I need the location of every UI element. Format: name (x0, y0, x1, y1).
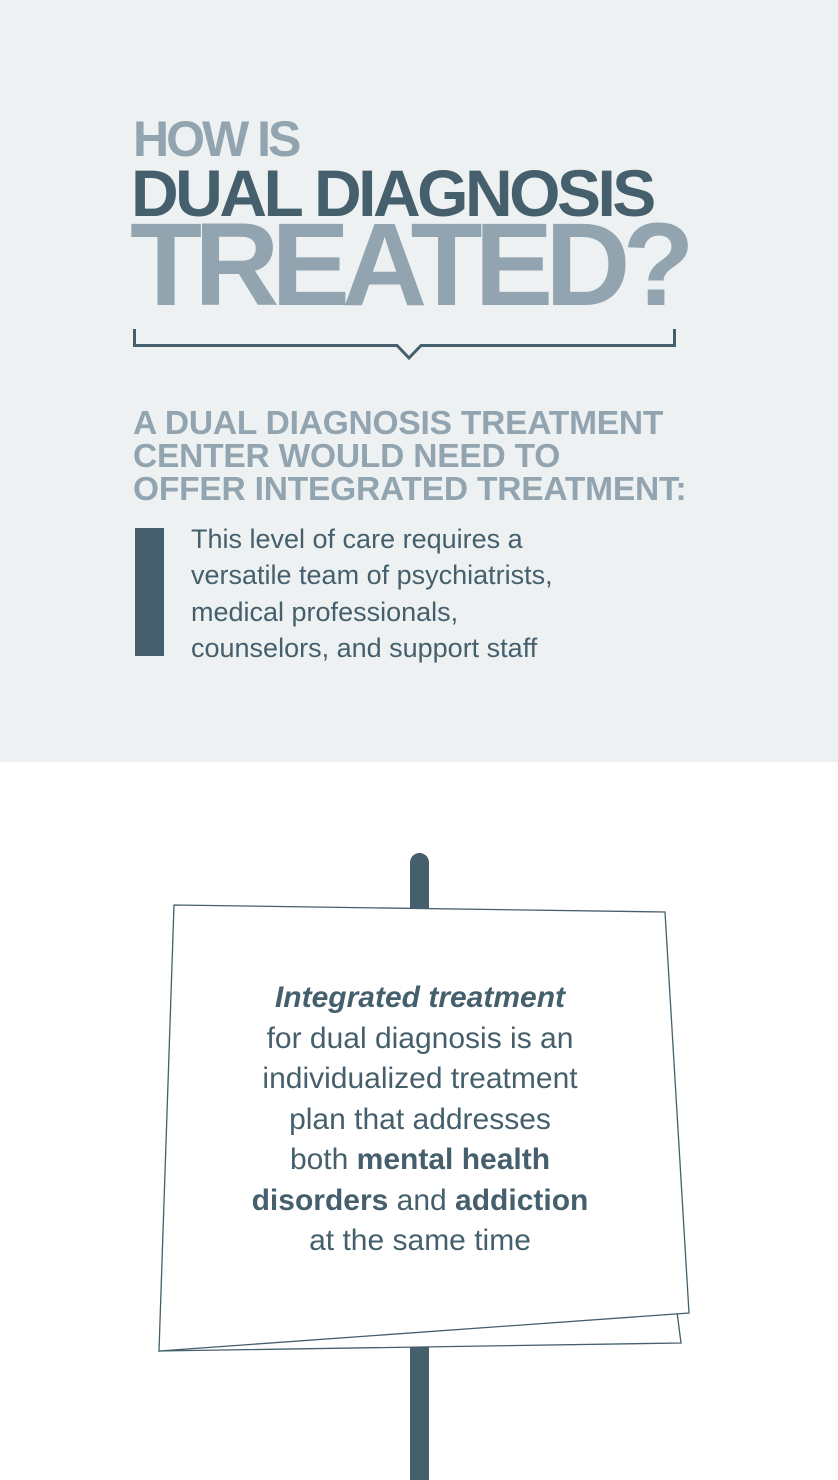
sign-line: both mental health (200, 1140, 640, 1181)
sign-line: disorders and addiction (200, 1181, 640, 1222)
sign-line: for dual diagnosis is an (266, 1021, 574, 1055)
sign-text: Integrated treatment for dual diagnosis … (200, 978, 640, 1262)
subheading-line: OFFER INTEGRATED TREATMENT: (133, 471, 687, 508)
sign-text-bold: disorders (251, 1183, 389, 1217)
subheading-line: CENTER WOULD NEED TO (133, 438, 561, 475)
sign-text-bold: mental health (356, 1143, 551, 1176)
description: This level of care requires a versatile … (191, 521, 553, 666)
sign-line: individualized treatment (262, 1062, 578, 1095)
sign-post-icon (410, 853, 429, 1480)
sign-text-plain: and (388, 1183, 456, 1217)
title-line-treated: TREATED? (130, 199, 695, 331)
sign-line: at the same time (309, 1224, 531, 1257)
sign-text-bold: addiction (455, 1183, 589, 1217)
sign-line: plan that addresses (289, 1102, 551, 1136)
sign-text-plain: both (289, 1143, 357, 1176)
title-line-how-is: HOW IS (133, 111, 301, 167)
subheading: A DUAL DIAGNOSIS TREATMENT CENTER WOULD … (133, 405, 687, 508)
description-line: medical professionals, (191, 596, 459, 627)
subheading-line: A DUAL DIAGNOSIS TREATMENT (133, 405, 664, 442)
sign-board-icon (157, 904, 690, 1352)
title-line-dual-diagnosis: DUAL DIAGNOSIS (131, 156, 656, 230)
bracket-divider-icon (133, 329, 676, 361)
integrated-treatment-term: Integrated treatment (274, 981, 566, 1014)
description-line: versatile team of psychiatrists, (191, 560, 553, 591)
description-line: counselors, and support staff (191, 632, 538, 663)
description-line: This level of care requires a (191, 524, 523, 554)
accent-bar (135, 528, 164, 656)
